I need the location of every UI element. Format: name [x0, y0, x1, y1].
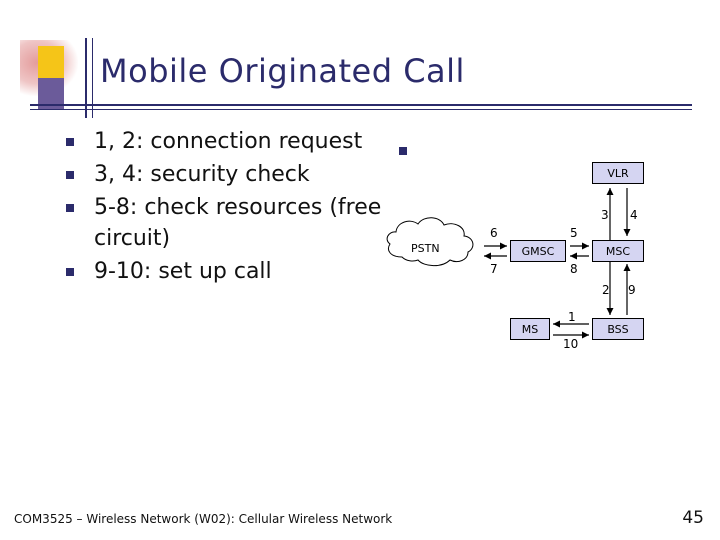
node-label-bss: BSS [607, 322, 629, 336]
step-label-2: 2 [602, 283, 610, 297]
bullet-square-icon [66, 204, 74, 212]
list-item: 1, 2: connection request [66, 126, 386, 157]
node-label-pstn: PSTN [411, 242, 440, 255]
node-label-ms: MS [521, 322, 539, 336]
bullet-text: 9-10: set up call [94, 259, 272, 284]
slide-footer: COM3525 – Wireless Network (W02): Cellul… [14, 512, 393, 526]
step-label-3: 3 [601, 208, 609, 222]
pstn-cloud-icon [386, 217, 474, 267]
mobile-originated-call-diagram: PSTN VLR MSC GMSC BSS MS [380, 150, 680, 365]
step-label-1: 1 [568, 310, 576, 324]
bullet-square-icon-right [399, 147, 407, 155]
decorative-corner-graphic [0, 0, 120, 120]
yellow-square [38, 46, 64, 78]
step-label-9: 9 [628, 283, 636, 297]
bullet-text: 3, 4: security check [94, 162, 310, 187]
page-number: 45 [682, 508, 704, 528]
step-label-10: 10 [563, 337, 579, 351]
bullet-square-icon [66, 171, 74, 179]
vertical-rule-right [92, 38, 93, 118]
bullet-text: 1, 2: connection request [94, 129, 363, 154]
diagram-connectors [484, 188, 631, 339]
node-label-vlr: VLR [607, 166, 629, 180]
bullet-text: 5-8: check resources (free circuit) [94, 195, 382, 251]
node-ms: MS [510, 318, 550, 340]
bullet-list: 1, 2: connection request 3, 4: security … [66, 126, 386, 289]
slide-title: Mobile Originated Call [100, 52, 465, 90]
title-underline [30, 104, 692, 106]
vertical-rule-left [85, 38, 87, 118]
node-bss: BSS [592, 318, 644, 340]
node-label-msc: MSC [605, 244, 631, 258]
step-label-4: 4 [630, 208, 638, 222]
node-vlr: VLR [592, 162, 644, 184]
step-label-7: 7 [490, 262, 498, 276]
list-item: 9-10: set up call [66, 256, 386, 287]
bullet-square-icon [66, 138, 74, 146]
node-gmsc: GMSC [510, 240, 566, 262]
list-item: 3, 4: security check [66, 159, 386, 190]
node-label-gmsc: GMSC [521, 244, 555, 258]
bullet-square-icon [66, 268, 74, 276]
node-msc: MSC [592, 240, 644, 262]
step-label-8: 8 [570, 262, 578, 276]
list-item: 5-8: check resources (free circuit) [66, 192, 386, 254]
step-label-6: 6 [490, 226, 498, 240]
step-label-5: 5 [570, 226, 578, 240]
title-underline-secondary [30, 109, 692, 110]
